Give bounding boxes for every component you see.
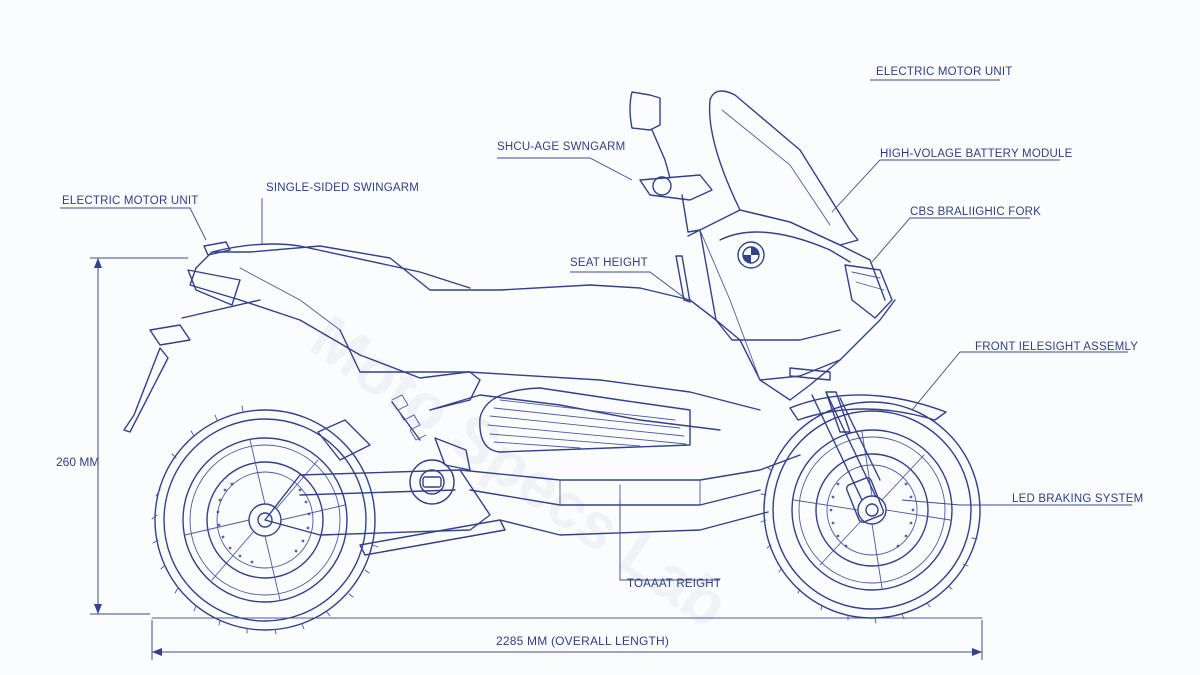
- rear-drivetrain: [264, 394, 506, 556]
- label-battery: HIGH-VOLAGE BATTERY MODULE: [880, 148, 1073, 160]
- label-rear-motor: ELECTRIC MOTOR UNIT: [62, 195, 199, 207]
- label-headlight: FRONT IELESIGHT ASSEMLY: [975, 341, 1139, 353]
- label-braking: LED BRAKING SYSTEM: [1012, 493, 1144, 505]
- label-fork: CBS BRALIIGHIC FORK: [910, 206, 1041, 218]
- rear-wheel: [151, 405, 379, 635]
- front-wheel: [760, 401, 981, 624]
- scooter-body: [123, 90, 896, 536]
- label-front-motor: ELECTRIC MOTOR UNIT: [876, 66, 1013, 78]
- callout-lines: [60, 79, 1132, 581]
- front-fork: [789, 391, 947, 523]
- vertical-dimension-label: 260 MM: [56, 455, 100, 469]
- vertical-dimension: [90, 257, 188, 615]
- label-mirror: SHCU-AGE SWNGARM: [497, 141, 626, 153]
- label-seat-height: SEAT HEIGHT: [570, 257, 648, 269]
- overall-length-label: 2285 MM (OVERALL LENGTH): [496, 634, 670, 648]
- label-bottom-height: TOAAAT REIGHT: [627, 578, 721, 590]
- label-swingarm: SINGLE-SIDED SWINGARM: [266, 182, 420, 194]
